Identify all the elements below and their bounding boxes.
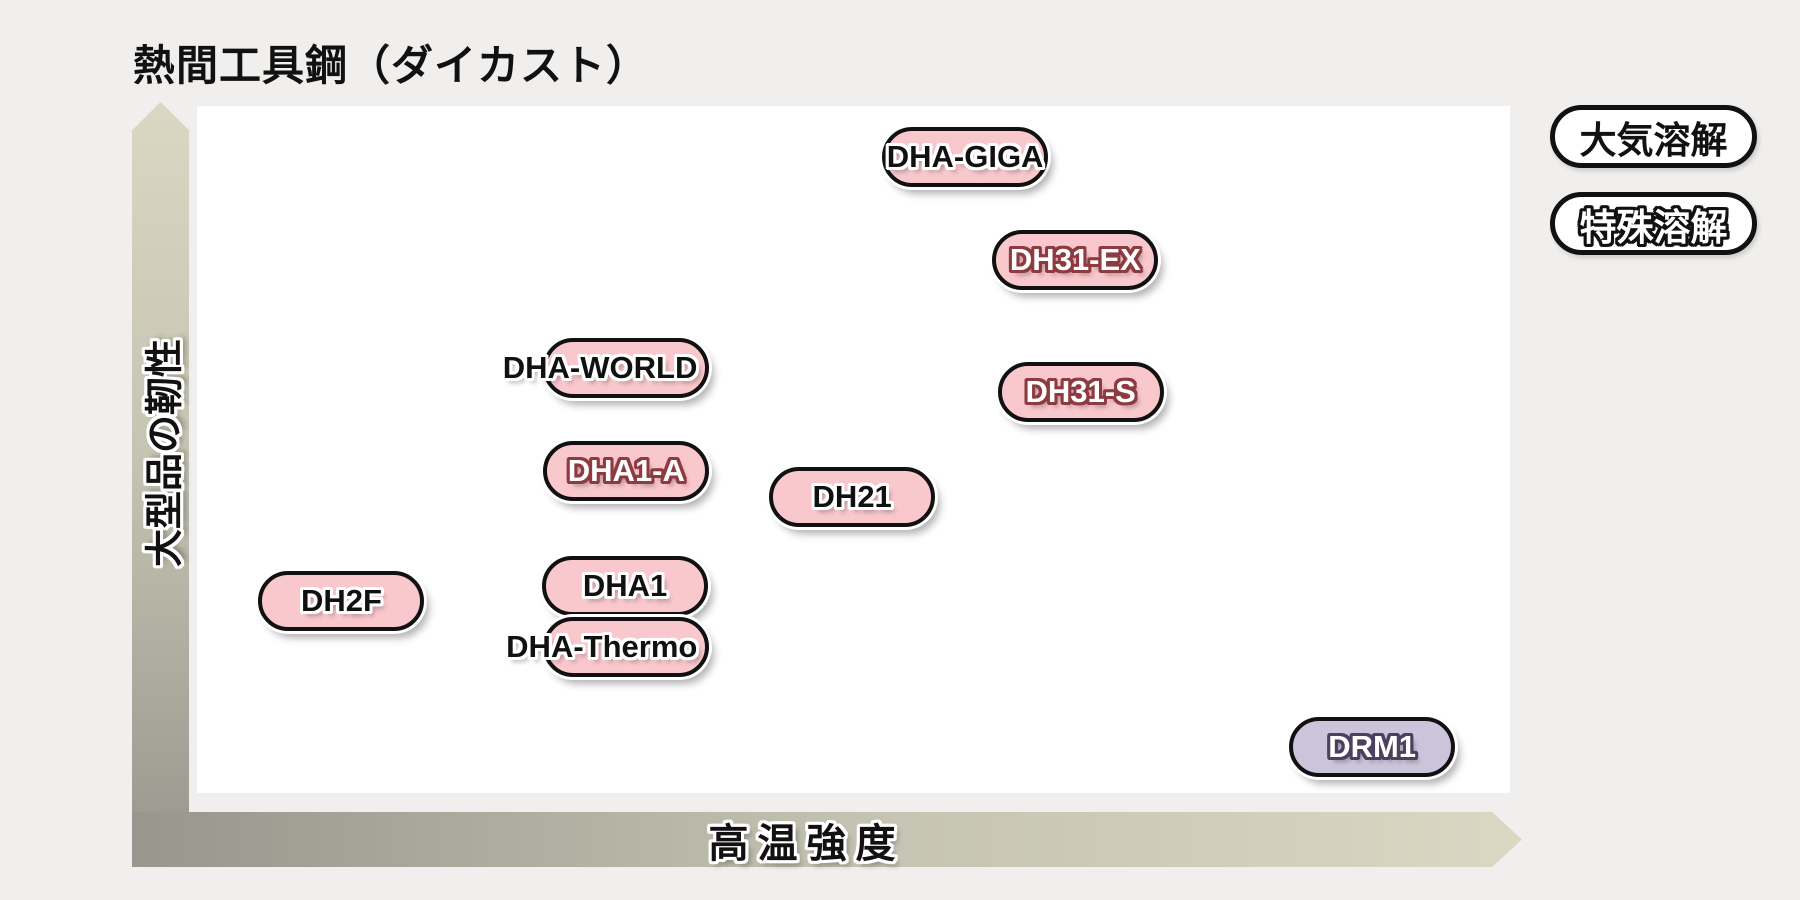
- legend-item-label: 大気溶解: [1579, 119, 1728, 161]
- steel-grade-pill-dha-world: DHA-WORLD: [503, 338, 710, 399]
- steel-grade-label: DHA1: [582, 567, 668, 603]
- steel-grade-label: DRM1: [1328, 728, 1417, 764]
- steel-grade-label: DHA1-A: [567, 453, 685, 489]
- steel-grade-pill-dh31-ex: DH31-EX: [992, 229, 1159, 290]
- steel-grade-label: DH2F: [300, 582, 382, 618]
- steel-grade-label: DHA-GIGA: [886, 138, 1044, 174]
- steel-grade-label: DH31-EX: [1009, 241, 1141, 277]
- x-axis-arrow: [132, 812, 1522, 867]
- legend-item-label: 特殊溶解: [1579, 206, 1728, 248]
- y-axis-arrow: [132, 102, 189, 867]
- steel-grade-label: DHA-Thermo: [506, 628, 698, 664]
- page-title: 熱間工具鋼（ダイカスト）: [133, 42, 650, 89]
- steel-grade-pill-drm1: DRM1: [1289, 716, 1456, 777]
- legend-item-1: 特殊溶解: [1550, 192, 1757, 255]
- steel-grade-pill-dh2f: DH2F: [258, 570, 425, 631]
- steel-grade-pill-dha1: DHA1: [542, 555, 709, 616]
- steel-grade-pill-dh21: DH21: [769, 466, 936, 527]
- steel-grade-pill-dh31-s: DH31-S: [997, 362, 1164, 423]
- plot-area: [197, 106, 1510, 793]
- legend-item-0: 大気溶解: [1550, 105, 1757, 168]
- steel-grade-label: DHA-WORLD: [502, 350, 698, 386]
- steel-grade-label: DH21: [812, 478, 892, 514]
- legend: 大気溶解特殊溶解: [1550, 105, 1757, 279]
- steel-grade-pill-dha-thermo: DHA-Thermo: [506, 616, 710, 677]
- steel-grade-pill-dha-giga: DHA-GIGA: [882, 126, 1049, 187]
- steel-grade-pill-dha1-a: DHA1-A: [543, 441, 710, 502]
- steel-grade-label: DH31-S: [1025, 374, 1136, 410]
